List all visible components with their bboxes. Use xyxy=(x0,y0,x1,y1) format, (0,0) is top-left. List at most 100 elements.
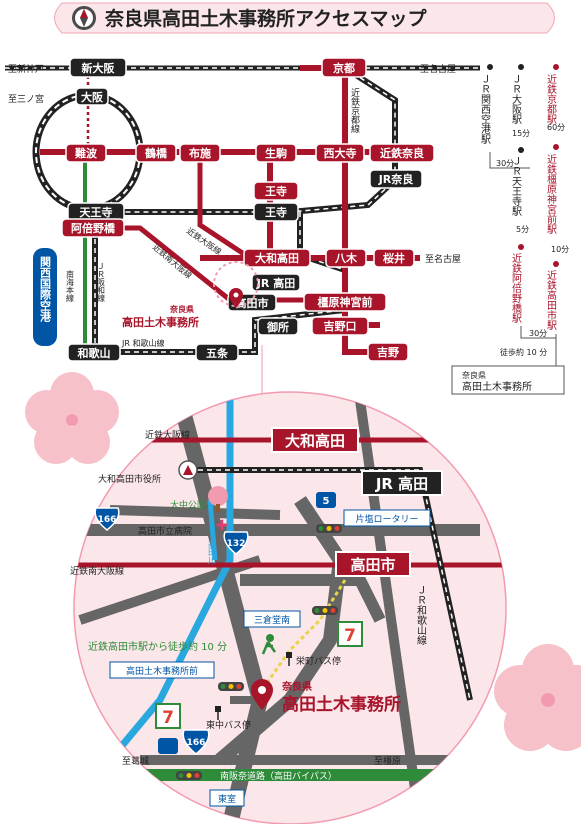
svg-text:桜井: 桜井 xyxy=(383,251,405,265)
station-kintetsu-nara: 近鉄奈良 xyxy=(369,143,435,163)
svg-text:東室: 東室 xyxy=(218,793,236,805)
station-ikoma: 生駒 xyxy=(255,143,297,163)
detail-station-yamato-takada: 大和高田 xyxy=(271,427,359,453)
station-yagi: 八木 xyxy=(325,248,367,268)
station-oji-kintetsu: 王寺 xyxy=(253,181,299,201)
svg-text:7: 7 xyxy=(344,626,356,646)
station-saidaiji: 西大寺 xyxy=(315,143,365,163)
time-60: 60分 xyxy=(547,123,565,132)
route-132-shield: 132 xyxy=(223,531,249,555)
location-pin-icon-detail xyxy=(251,679,273,710)
to-shinkobe-label: 至新神戸 xyxy=(8,63,44,75)
mikura-label: 三倉堂南 xyxy=(243,610,301,628)
sakura-decoration-icon xyxy=(25,372,581,751)
kintetsu-minami-osaka-line-label: 近鉄南大阪線 xyxy=(151,242,194,281)
rotary-label: 片塩ロータリー xyxy=(343,509,431,527)
route-col2-jr-tennoji: ＪＲ天王寺駅 xyxy=(510,156,522,217)
svg-text:和歌山: 和歌山 xyxy=(78,346,111,360)
office-pref-label: 奈良県 xyxy=(169,304,194,314)
time-30b: 30分 xyxy=(529,329,547,338)
svg-text:132: 132 xyxy=(227,539,246,549)
detail-station-jr-takada: JR 高田 xyxy=(361,470,443,496)
route-table: ＪＲ関西空港駅 ＪＲ大阪駅 近鉄京都駅 30分 15分 ＪＲ天王寺駅 5分 近鉄… xyxy=(451,64,569,395)
location-pin-icon xyxy=(229,288,243,308)
svg-text:三倉堂南: 三倉堂南 xyxy=(254,614,290,626)
park-tree-icon xyxy=(208,486,228,512)
svg-text:大和高田: 大和高田 xyxy=(285,432,345,450)
time-10: 10分 xyxy=(551,245,569,254)
svg-text:鶴橋: 鶴橋 xyxy=(145,146,168,160)
page-title: 奈良県高田土木事務所アクセスマップ xyxy=(104,7,427,30)
to-nagoya-top-label: 至名古屋 xyxy=(420,63,456,75)
highway-sign-icon xyxy=(158,738,178,754)
station-tsuruhashi: 鶴橋 xyxy=(135,143,177,163)
svg-text:高田土木事務所前: 高田土木事務所前 xyxy=(126,665,198,677)
svg-text:近鉄奈良: 近鉄奈良 xyxy=(380,146,424,160)
route-5-badge: 5 xyxy=(316,492,336,508)
signal-icon-3 xyxy=(218,682,244,691)
office-highlight-ring xyxy=(213,261,259,307)
tochu-bus-label: 東中バス停 xyxy=(206,719,251,731)
time-15: 15分 xyxy=(512,129,530,138)
svg-text:王寺: 王寺 xyxy=(265,205,287,219)
svg-text:新大阪: 新大阪 xyxy=(82,61,116,75)
station-shin-osaka: 新大阪 xyxy=(69,57,127,78)
route-166-shield-b: 166 xyxy=(182,729,210,755)
station-gojo: 五条 xyxy=(195,343,239,362)
svg-text:王寺: 王寺 xyxy=(265,184,287,198)
station-namba: 難波 xyxy=(65,143,107,163)
route-col3-kintetsu-kashihara: 近鉄橿原神宮前駅 xyxy=(545,153,557,235)
svg-text:八木: 八木 xyxy=(334,251,358,265)
convenience-store-icon-2: 7 xyxy=(155,703,181,729)
destination-pref: 奈良県 xyxy=(462,370,486,380)
walking-person-icon xyxy=(261,634,277,655)
svg-text:橿原神宮前: 橿原神宮前 xyxy=(318,295,373,309)
svg-text:難波: 難波 xyxy=(75,146,98,160)
station-wakayama: 和歌山 xyxy=(67,343,121,362)
station-gose: 御所 xyxy=(257,317,299,336)
bus-stop-icon-2 xyxy=(215,706,221,720)
svg-text:JR奈良: JR奈良 xyxy=(378,172,414,186)
station-oji-jr: 王寺 xyxy=(253,202,299,222)
station-tennoji: 天王寺 xyxy=(67,202,125,222)
route-col-kintetsu-kyoto: 近鉄京都駅 xyxy=(545,73,557,125)
detail-office-pref: 奈良県 xyxy=(281,680,312,693)
office-name-label: 高田土木事務所 xyxy=(122,315,199,329)
destination-name: 高田土木事務所 xyxy=(462,380,532,393)
signal-icon-2 xyxy=(312,606,338,615)
station-yoshinoguchi: 吉野口 xyxy=(311,316,369,336)
detail-office-name: 高田土木事務所 xyxy=(282,694,401,715)
route-col3-kintetsu-takadashi: 近鉄高田市駅 xyxy=(545,269,557,331)
park-label: 大中公園 xyxy=(170,499,206,511)
svg-text:吉野: 吉野 xyxy=(377,345,399,359)
time-30a: 30分 xyxy=(496,159,514,168)
station-jr-nara: JR奈良 xyxy=(369,169,423,189)
svg-text:関西国際空港: 関西国際空港 xyxy=(39,256,52,323)
detail-jr-wakayama-label: ＪＲ和歌山線 xyxy=(415,585,427,645)
jr-wakayama-line-label: JR 和歌山線 xyxy=(121,338,164,348)
station-yoshino: 吉野 xyxy=(367,342,409,362)
station-osaka: 大阪 xyxy=(75,87,109,106)
station-jr-takada: JR 高田 xyxy=(251,273,301,292)
route-col-jr-osaka: ＪＲ大阪駅 xyxy=(510,74,522,125)
route-col-jr-kansai-airport: ＪＲ関西空港駅 xyxy=(479,74,491,145)
svg-text:JR 高田: JR 高田 xyxy=(375,475,428,493)
svg-text:布施: 布施 xyxy=(189,146,211,160)
detail-kintetsu-osaka-label: 近鉄大阪線 xyxy=(145,429,190,441)
signal-icon xyxy=(316,524,342,533)
bus-stop-icon xyxy=(286,652,292,666)
svg-text:天王寺: 天王寺 xyxy=(80,205,113,219)
svg-text:京都: 京都 xyxy=(333,61,355,75)
svg-text:166: 166 xyxy=(98,515,117,525)
svg-text:5: 5 xyxy=(323,496,330,507)
jr-hanwa-line-label: ＪＲ阪和線 xyxy=(97,262,106,302)
svg-text:大和高田: 大和高田 xyxy=(255,251,299,265)
kansai-airport-badge: 関西国際空港 xyxy=(33,248,57,346)
sakaemachi-bus-label: 栄町バス停 xyxy=(296,655,341,667)
compass-icon xyxy=(72,6,96,30)
time-5: 5分 xyxy=(516,225,529,234)
destination-box xyxy=(451,365,565,395)
to-sannomiya-label: 至三ノ宮 xyxy=(8,93,44,105)
svg-text:7: 7 xyxy=(162,708,174,728)
